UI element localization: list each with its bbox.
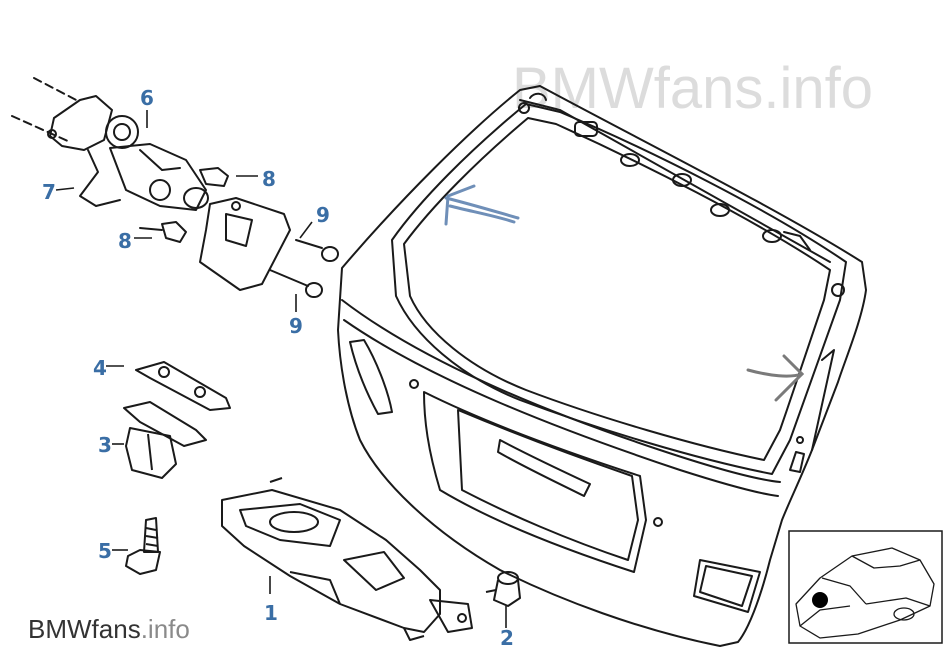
callout-8-right: 8 xyxy=(262,167,276,191)
leader-lines xyxy=(55,110,507,628)
watermark-bottom: BMWfans.info xyxy=(28,614,190,644)
car-locator-icon xyxy=(788,530,943,644)
striker-plate-drawing xyxy=(135,361,231,411)
tailgate-drawing xyxy=(337,85,867,647)
locator-dot xyxy=(812,592,828,608)
callout-3: 3 xyxy=(98,433,112,457)
callout-8-left: 8 xyxy=(118,229,132,253)
wiper-motor-drawing xyxy=(11,77,339,298)
callout-5: 5 xyxy=(98,539,112,563)
scribble-arrow-right xyxy=(746,354,805,402)
striker-catch-drawing xyxy=(123,401,207,479)
callout-9-top: 9 xyxy=(316,203,330,227)
scribble-arrow-top xyxy=(444,184,520,226)
rubber-buffer-drawing xyxy=(485,571,521,607)
lock-drawing xyxy=(221,477,473,641)
callout-6: 6 xyxy=(140,86,154,110)
callout-labels: 1 2 3 4 5 6 7 8 8 9 9 xyxy=(42,86,514,650)
callout-1: 1 xyxy=(264,601,278,625)
screw-grommet-drawing xyxy=(125,517,161,575)
callout-2: 2 xyxy=(500,626,514,650)
callout-7: 7 xyxy=(42,180,56,204)
callout-4: 4 xyxy=(93,356,107,380)
callout-9-bottom: 9 xyxy=(289,314,303,338)
watermark-top: BMWfans.info xyxy=(512,56,873,121)
